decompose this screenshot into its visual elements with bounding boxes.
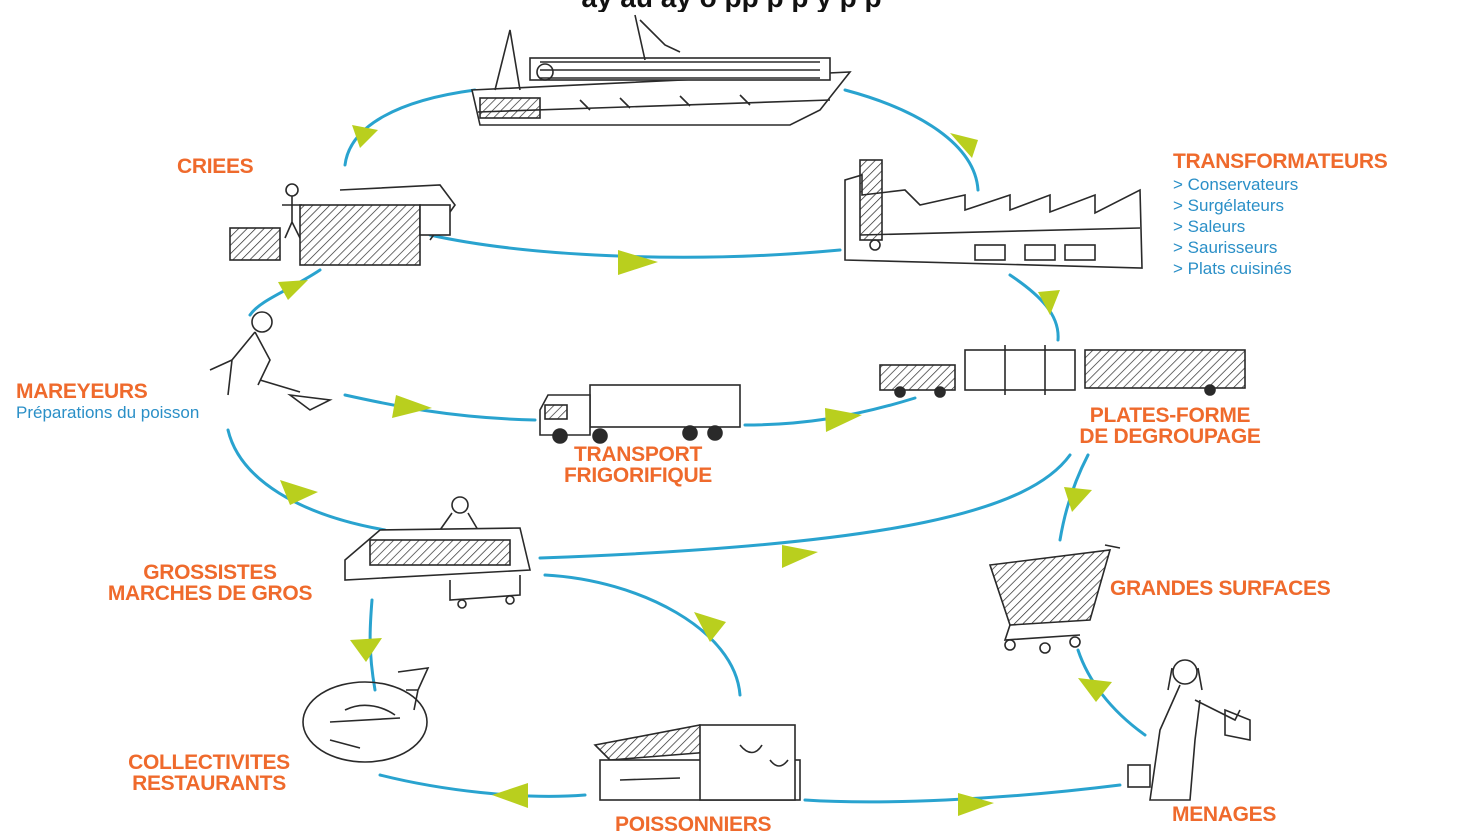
label-menages: MENAGES — [1172, 803, 1277, 826]
flow-grandes-surfaces-menages — [1076, 648, 1147, 737]
label-grandes-surfaces: GRANDES SURFACES — [1110, 577, 1331, 600]
arrowhead — [1078, 678, 1112, 702]
flow-boat-transformateurs — [843, 88, 980, 192]
arrowhead — [1064, 487, 1092, 512]
clipped-header-text: ay au ay o pp p p y p p — [0, 0, 1463, 12]
grossistes-line1: GROSSISTES — [143, 561, 277, 584]
label-poissonniers: POISSONNIERS — [615, 813, 772, 836]
arrowhead — [618, 250, 658, 275]
transformateurs-item: > Conservateurs — [1173, 175, 1299, 194]
plateformes-line1: PLATES-FORME — [1089, 404, 1251, 427]
shopper-woman-icon — [1127, 659, 1251, 801]
arrowhead — [278, 280, 308, 300]
collectivites-line2: RESTAURANTS — [132, 772, 286, 795]
arrowhead — [392, 395, 432, 418]
flow-plateformes-grossistes — [538, 453, 1072, 560]
arrowhead — [782, 545, 818, 568]
arrowhead — [950, 133, 978, 158]
flow-grossistes-poissonniers — [543, 573, 742, 697]
label-collectivites: COLLECTIVITES RESTAURANTS — [96, 752, 322, 794]
fish-shop-icon — [593, 724, 801, 801]
transport-line1: TRANSPORT — [574, 443, 702, 466]
warehouse-trucks-icon — [879, 345, 1246, 398]
arrowhead — [352, 125, 378, 148]
auction-hall-icon — [229, 183, 456, 266]
label-grossistes: GROSSISTES MARCHES DE GROS — [66, 562, 354, 604]
arrowhead — [694, 612, 726, 642]
label-criees: CRIEES — [177, 155, 254, 178]
restaurant-plate-icon — [302, 667, 430, 763]
fish-worker-icon — [209, 311, 333, 411]
label-transformateurs: TRANSFORMATEURS — [1173, 150, 1388, 173]
arrowhead — [958, 793, 994, 816]
collectivites-line1: COLLECTIVITES — [128, 751, 290, 774]
arrowhead — [492, 783, 528, 808]
arrowhead — [280, 480, 318, 505]
factory-icon — [844, 159, 1143, 269]
arrowhead — [1038, 290, 1060, 315]
label-plateformes: PLATES-FORME DE DEGROUPAGE — [1035, 405, 1305, 447]
transformateurs-item: > Saurisseurs — [1173, 238, 1278, 257]
flow-criees-transformateurs — [428, 233, 842, 259]
flow-poissonniers-menages — [803, 783, 1122, 804]
flow-boat-criees — [343, 88, 477, 167]
label-transport: TRANSPORT FRIGORIFIQUE — [528, 444, 748, 486]
flow-mareyeurs-grossistes — [226, 428, 387, 532]
flow-criees-mareyeurs — [248, 268, 322, 317]
transformateurs-item: > Plats cuisinés — [1173, 259, 1292, 278]
mareyeurs-sublabel: Préparations du poisson — [16, 403, 200, 422]
transformateurs-item: > Saleurs — [1173, 217, 1246, 236]
flow-poissonniers-collectivites — [378, 773, 587, 798]
arrowhead — [825, 408, 862, 432]
refrigerated-truck-icon — [539, 384, 741, 444]
transport-line2: FRIGORIFIQUE — [563, 464, 713, 487]
label-mareyeurs: MAREYEURS — [16, 380, 148, 403]
wholesale-stall-icon — [344, 496, 532, 609]
plateformes-line2: DE DEGROUPAGE — [1079, 425, 1261, 448]
grossistes-line2: MARCHES DE GROS — [107, 582, 313, 605]
transformateurs-list: > Conservateurs > Surgélateurs > Saleurs… — [1173, 174, 1298, 279]
arrowhead — [350, 638, 382, 662]
fishing-boat-icon — [471, 14, 852, 126]
flow-mareyeurs-transport — [343, 393, 537, 422]
shopping-cart-icon — [988, 544, 1121, 654]
transformateurs-item: > Surgélateurs — [1173, 196, 1285, 215]
